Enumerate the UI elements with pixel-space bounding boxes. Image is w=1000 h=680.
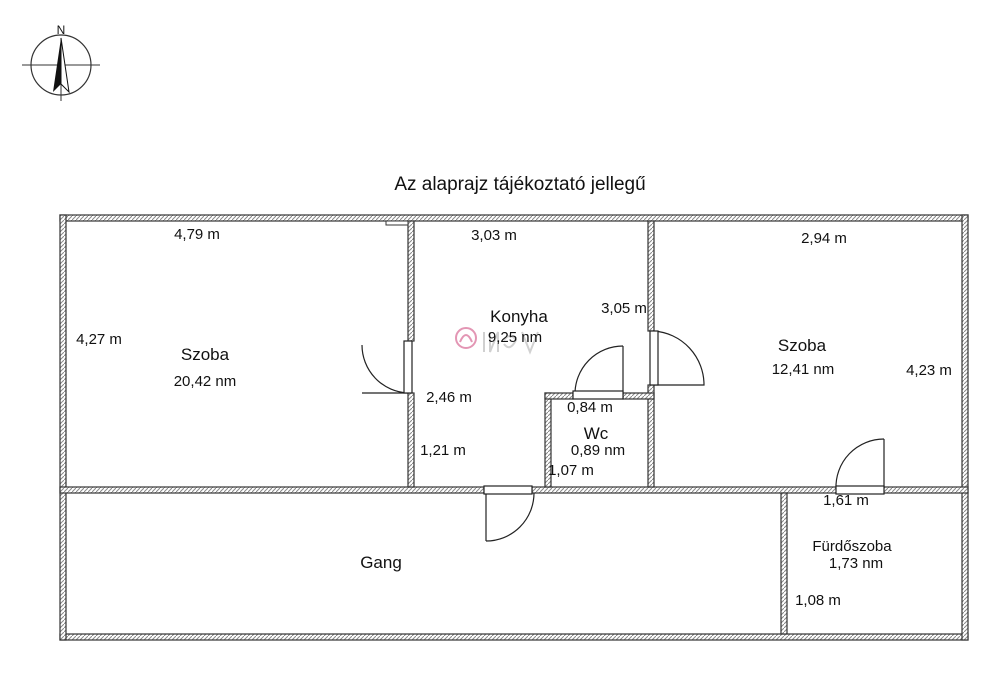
wall-szoba-konyha-lower xyxy=(407,392,415,488)
dimension-label: 2,46 m xyxy=(426,389,472,406)
doors xyxy=(361,330,885,542)
room-labels: Szoba 20,42 nm Konyha 9,25 nm Szoba 12,4… xyxy=(174,307,893,572)
room-name-gang: Gang xyxy=(360,553,402,572)
wall-middle-left xyxy=(59,486,485,494)
dimension-label: 1,21 m xyxy=(420,442,466,459)
compass: N xyxy=(22,23,100,101)
dimension-label: 3,05 m xyxy=(601,300,647,317)
door-szoba-konyha xyxy=(361,340,413,394)
room-area-konyha: 9,25 nm xyxy=(488,329,542,346)
dimension-labels: 4,79 m 3,03 m 2,94 m 4,27 m 3,05 m 4,23 … xyxy=(76,226,952,609)
north-arrow-icon xyxy=(22,34,100,101)
room-area-wc: 0,89 nm xyxy=(571,442,625,459)
dimension-label: 2,94 m xyxy=(801,230,847,247)
dimension-label: 4,23 m xyxy=(906,362,952,379)
dimension-label: 0,84 m xyxy=(567,399,613,416)
wall-top xyxy=(59,214,969,222)
wall-middle-right xyxy=(531,486,969,494)
room-name-szoba-right: Szoba xyxy=(778,336,827,355)
compass-north-label: N xyxy=(57,23,66,37)
plan-title: Az alaprajz tájékoztató jellegű xyxy=(394,174,645,195)
wall-konyha-szoba-lower xyxy=(647,384,655,488)
dimension-label: 3,03 m xyxy=(471,227,517,244)
dimension-label: 4,27 m xyxy=(76,331,122,348)
wall-left xyxy=(59,214,67,641)
dimension-label: 4,79 m xyxy=(174,226,220,243)
wall-konyha-szoba-upper xyxy=(647,220,655,332)
room-name-furdoszoba: Fürdőszoba xyxy=(812,538,892,555)
dimension-label: 1,61 m xyxy=(823,492,869,509)
door-wc xyxy=(572,345,624,400)
wall-furdo-left xyxy=(780,492,788,635)
room-name-wc: Wc xyxy=(584,424,609,443)
wall-bottom xyxy=(59,633,969,641)
room-name-konyha: Konyha xyxy=(490,307,548,326)
door-gang xyxy=(483,485,535,542)
walls xyxy=(59,214,969,641)
watermark-logo xyxy=(455,327,539,355)
door-szoba-gang xyxy=(835,438,885,495)
door-konyha-szoba xyxy=(649,330,705,386)
dimension-label: 1,08 m xyxy=(795,592,841,609)
wall-szoba-konyha-upper xyxy=(407,220,415,342)
room-area-furdoszoba: 1,73 nm xyxy=(829,555,883,572)
dimension-label: 1,07 m xyxy=(548,462,594,479)
room-area-szoba-right: 12,41 nm xyxy=(772,361,835,378)
room-name-szoba-left: Szoba xyxy=(181,345,230,364)
room-area-szoba-left: 20,42 nm xyxy=(174,373,237,390)
wall-right xyxy=(961,214,969,641)
top-wall-notch xyxy=(385,220,409,226)
wall-wc-top-right xyxy=(622,392,655,400)
